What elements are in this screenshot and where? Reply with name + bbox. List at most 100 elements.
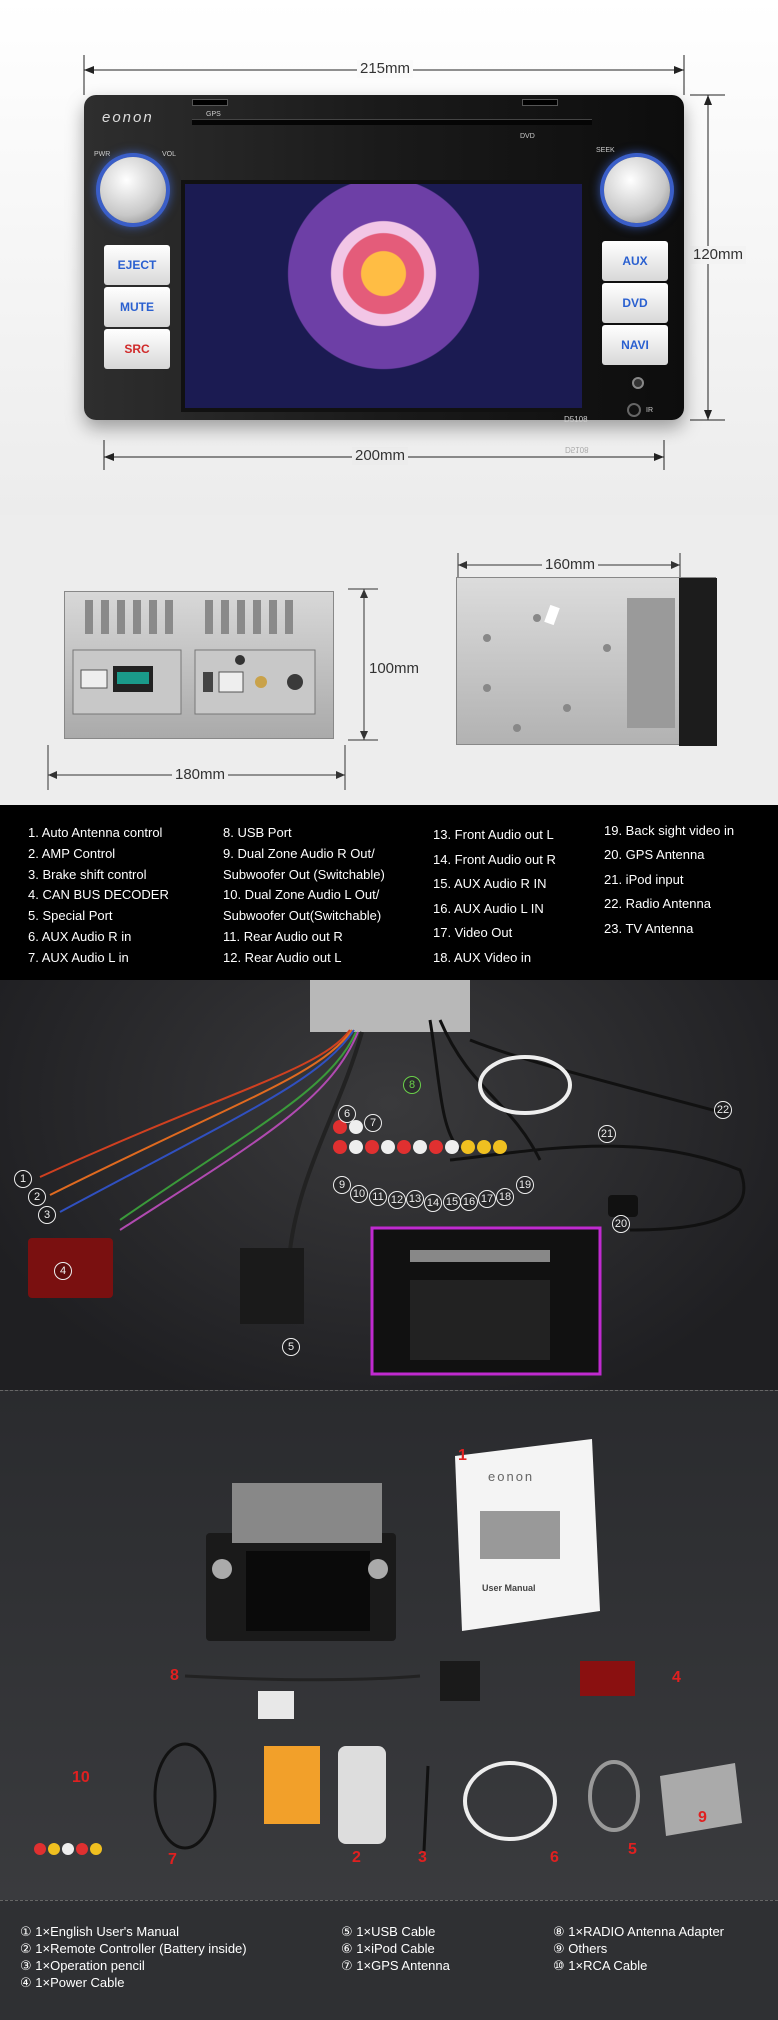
package-column-1: ① 1×English User's Manual ② 1×Remote Con… <box>20 1923 247 1991</box>
package-column-3: ⑧ 1×RADIO Antenna Adapter ⑨ Others ⑩ 1×R… <box>553 1923 724 1974</box>
mute-label: MUTE <box>120 300 154 314</box>
width-dimension-label: 215mm <box>357 60 414 78</box>
list-item: Subwoofer Out(Switchable) <box>223 908 382 924</box>
connector-column-2: 8. USB Port 9. Dual Zone Audio R Out/ Su… <box>223 823 385 969</box>
dvd-card-slot <box>522 99 558 106</box>
accessory-marker-8: 8 <box>170 1667 179 1684</box>
marker-15: 15 <box>443 1193 461 1211</box>
list-item: 1. Auto Antenna control <box>28 825 163 840</box>
rear-chassis <box>64 591 334 739</box>
marker-16: 16 <box>460 1193 478 1211</box>
aux-button[interactable]: AUX <box>602 241 668 281</box>
connector-column-3: 13. Front Audio out L 14. Front Audio ou… <box>433 823 556 971</box>
list-item: 23. TV Antenna <box>604 920 694 936</box>
mute-button[interactable]: MUTE <box>104 287 170 327</box>
rear-side-view-section: 180mm 100mm 160mm <box>0 515 778 805</box>
pwr-label: PWR <box>94 151 111 158</box>
manual-brand: eonon <box>488 1469 535 1484</box>
height-dimension-label: 120mm <box>690 246 747 264</box>
list-item: 13. Front Audio out L <box>433 827 554 842</box>
list-item: 8. USB Port <box>223 825 292 840</box>
rear-vents-and-ports <box>72 600 316 715</box>
dvd-label: DVD <box>520 133 535 140</box>
list-item: 2. AMP Control <box>28 845 116 861</box>
list-item: ④ 1×Power Cable <box>20 1975 125 1990</box>
marker-12: 12 <box>388 1191 406 1209</box>
marker-11: 11 <box>369 1188 387 1206</box>
list-item: 4. CAN BUS DECODER <box>28 887 169 903</box>
list-item: 16. AUX Audio L IN <box>433 900 544 916</box>
marker-5: 5 <box>282 1338 300 1356</box>
depth-label: 160mm <box>542 556 599 574</box>
list-item: 9. Dual Zone Audio R Out/ <box>223 845 375 861</box>
list-item: ⑩ 1×RCA Cable <box>553 1958 648 1973</box>
package-column-2: ⑤ 1×USB Cable ⑥ 1×iPod Cable ⑦ 1×GPS Ant… <box>341 1923 450 1974</box>
list-item: ② 1×Remote Controller (Battery inside) <box>20 1941 247 1956</box>
list-item: 11. Rear Audio out R <box>223 928 343 944</box>
list-item: 22. Radio Antenna <box>604 896 711 912</box>
marker-20: 20 <box>612 1215 630 1233</box>
list-item: 7. AUX Audio L in <box>28 949 129 965</box>
marker-8: 8 <box>403 1076 421 1094</box>
gps-label: GPS <box>206 111 221 118</box>
volume-knob[interactable] <box>100 157 166 223</box>
marker-14: 14 <box>424 1194 442 1212</box>
marker-3: 3 <box>38 1206 56 1224</box>
accessories-illustration <box>34 1439 742 1855</box>
list-item: ① 1×English User's Manual <box>20 1924 180 1939</box>
side-chassis-details <box>483 578 717 746</box>
vol-label: VOL <box>162 151 177 158</box>
list-item: ⑧ 1×RADIO Antenna Adapter <box>553 1924 725 1939</box>
manual-title: User Manual <box>482 1583 536 1593</box>
rear-width-label: 180mm <box>172 766 229 784</box>
side-chassis <box>456 577 717 746</box>
accessory-marker-9: 9 <box>698 1809 707 1826</box>
list-item: ⑨ Others <box>553 1941 608 1956</box>
list-item: 3. Brake shift control <box>28 866 147 882</box>
src-button[interactable]: SRC <box>104 329 170 369</box>
marker-9: 9 <box>333 1176 351 1194</box>
accessory-marker-4: 4 <box>672 1669 681 1686</box>
ir-label: IR <box>646 407 653 414</box>
rear-height-label: 100mm <box>366 660 423 678</box>
accessory-marker-2: 2 <box>352 1849 361 1866</box>
navi-button[interactable]: NAVI <box>602 325 668 365</box>
list-item: 14. Front Audio out R <box>433 851 556 867</box>
list-item: 6. AUX Audio R in <box>28 928 132 944</box>
list-item: 10. Dual Zone Audio L Out/ <box>223 887 380 903</box>
src-label: SRC <box>124 342 150 356</box>
marker-13: 13 <box>406 1190 424 1208</box>
marker-2: 2 <box>28 1188 46 1206</box>
package-list-section: ① 1×English User's Manual ② 1×Remote Con… <box>0 1900 778 2020</box>
marker-1: 1 <box>14 1170 32 1188</box>
model-label: D5108 <box>564 415 588 424</box>
marker-4: 4 <box>54 1262 72 1280</box>
list-item: ③ 1×Operation pencil <box>20 1958 145 1973</box>
accessory-marker-1: 1 <box>458 1447 467 1464</box>
marker-7: 7 <box>364 1114 382 1132</box>
accessory-marker-3: 3 <box>418 1849 427 1866</box>
connector-column-1: 1. Auto Antenna control 2. AMP Control 3… <box>28 823 169 969</box>
gps-card-slot <box>192 99 228 106</box>
list-item: 5. Special Port <box>28 908 113 924</box>
list-item: 19. Back sight video in <box>604 823 735 838</box>
marker-18: 18 <box>496 1188 514 1206</box>
seek-knob[interactable] <box>604 157 670 223</box>
eject-label: EJECT <box>117 258 157 272</box>
front-view-section: 215mm 120mm 200mm eonon GPS DVD SEEK PWR… <box>0 0 778 515</box>
reset-hole-icon <box>632 377 644 389</box>
model-reflection: D5108 <box>565 445 589 454</box>
seek-label: SEEK <box>596 147 615 154</box>
navi-label: NAVI <box>621 338 649 352</box>
marker-21: 21 <box>598 1125 616 1143</box>
marker-6: 6 <box>338 1105 356 1123</box>
bottom-dimension-label: 200mm <box>352 447 409 465</box>
dvd-button[interactable]: DVD <box>602 283 668 323</box>
aux-label: AUX <box>622 254 648 268</box>
marker-10: 10 <box>350 1185 368 1203</box>
ir-sensor-icon <box>627 403 641 417</box>
display-screen <box>181 180 586 412</box>
eject-button[interactable]: EJECT <box>104 245 170 285</box>
accessories-section: eonon User Manual 1 2 3 4 5 6 7 8 9 10 <box>0 1390 778 1900</box>
connector-column-4: 19. Back sight video in 20. GPS Antenna … <box>604 819 734 941</box>
